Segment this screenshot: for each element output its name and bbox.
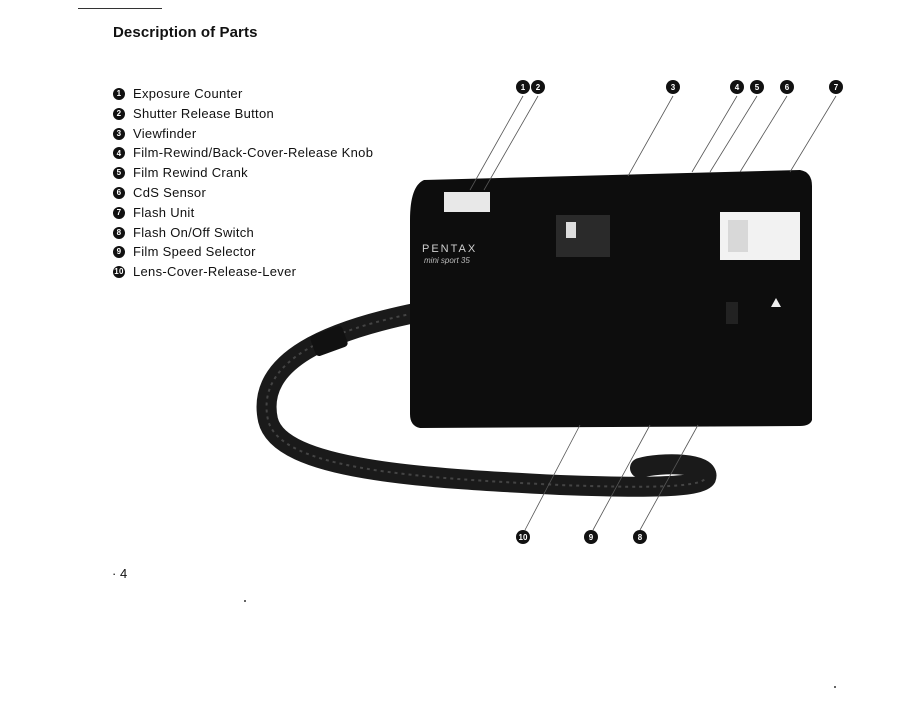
strap-clip [309, 325, 348, 357]
callout-2: 2 [531, 80, 545, 94]
cds-sensor [566, 222, 576, 238]
speed-selector [726, 302, 738, 324]
callout-10: 10 [516, 530, 530, 544]
callout-5: 5 [750, 80, 764, 94]
scan-speck [834, 686, 836, 688]
page-number: · 4 [112, 566, 127, 581]
callout-7: 7 [829, 80, 843, 94]
viewfinder-window [444, 192, 490, 212]
flash-reflector [728, 220, 748, 252]
camera-brand: PENTAX [422, 243, 477, 255]
scan-speck [244, 600, 246, 602]
callout-3: 3 [666, 80, 680, 94]
callout-1: 1 [516, 80, 530, 94]
callout-4: 4 [730, 80, 744, 94]
callout-6: 6 [780, 80, 794, 94]
camera-model: mini sport 35 [424, 256, 470, 265]
sensor-window [556, 215, 610, 257]
callout-8: 8 [633, 530, 647, 544]
callout-9: 9 [584, 530, 598, 544]
